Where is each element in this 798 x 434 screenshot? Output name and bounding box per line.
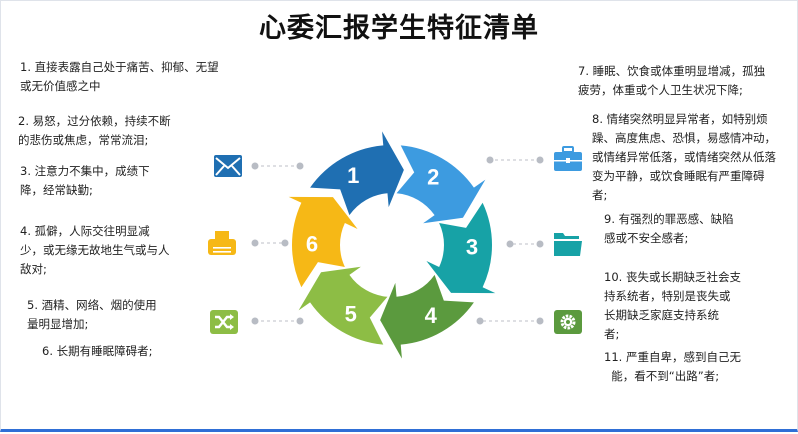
item-10: 10. 丧失或长期缺乏社会支 持系统者，特别是丧失或 长期缺乏家庭支持系统 者; bbox=[604, 270, 741, 341]
printer-icon bbox=[208, 231, 236, 255]
item-1: 1. 直接表露自己处于痛苦、抑郁、无望 或无价值感之中 bbox=[20, 60, 219, 93]
item-11: 11. 严重自卑，感到自己无 能，看不到“出路”者; bbox=[604, 350, 741, 383]
cycle-label-4: 4 bbox=[425, 303, 438, 328]
connector-dot bbox=[251, 162, 259, 170]
cycle-segment-2 bbox=[396, 145, 486, 224]
connector-dot bbox=[251, 317, 259, 325]
item-4: 4. 孤僻，人际交往明显减 少，或无缘无故地生气或与人 敌对; bbox=[20, 224, 170, 276]
cycle-label-1: 1 bbox=[347, 163, 359, 188]
mail-icon bbox=[214, 155, 242, 177]
item-8: 8. 情绪突然明显异常者，如特别烦 躁、高度焦虑、恐惧，易感情冲动， 或情绪异常… bbox=[592, 112, 776, 202]
connector-dot bbox=[251, 239, 259, 247]
folder-icon bbox=[554, 233, 582, 256]
cycle-segment-5 bbox=[298, 266, 388, 345]
connector-dot bbox=[476, 317, 484, 325]
cycle-segment-3 bbox=[426, 202, 496, 294]
page-title: 心委汇报学生特征清单 bbox=[259, 13, 539, 44]
briefcase-icon bbox=[554, 146, 582, 171]
connector-dot bbox=[486, 156, 494, 164]
connector-dot bbox=[536, 156, 544, 164]
connector-dot bbox=[296, 162, 304, 170]
connector-dot bbox=[296, 317, 304, 325]
cycle-segment-4 bbox=[380, 274, 474, 359]
cycle-label-2: 2 bbox=[427, 164, 439, 189]
item-3: 3. 注意力不集中，成绩下 降，经常缺勤; bbox=[20, 164, 150, 197]
cycle-label-6: 6 bbox=[306, 232, 318, 257]
shuffle-icon bbox=[210, 310, 238, 334]
item-5: 5. 酒精、网络、烟的使用 量明显增加; bbox=[27, 298, 157, 331]
cycle-segment-6 bbox=[288, 196, 358, 288]
connector-dot bbox=[281, 239, 289, 247]
gear-icon bbox=[554, 310, 582, 334]
connector-dot bbox=[536, 317, 544, 325]
item-9: 9. 有强烈的罪恶感、缺陷 感或不安全感者; bbox=[604, 212, 734, 245]
connector-dot bbox=[506, 240, 514, 248]
cycle-label-3: 3 bbox=[466, 234, 478, 259]
item-7: 7. 睡眠、饮食或体重明显增减，孤独 疲劳，体重或个人卫生状况下降; bbox=[578, 64, 766, 97]
cycle-segment-1 bbox=[310, 131, 404, 216]
item-6: 6. 长期有睡眠障碍者; bbox=[42, 344, 153, 358]
item-2: 2. 易怒，过分依赖，持续不断 的悲伤或焦虑，常常流泪; bbox=[18, 114, 171, 147]
connector-dot bbox=[536, 240, 544, 248]
cycle-label-5: 5 bbox=[345, 302, 357, 327]
